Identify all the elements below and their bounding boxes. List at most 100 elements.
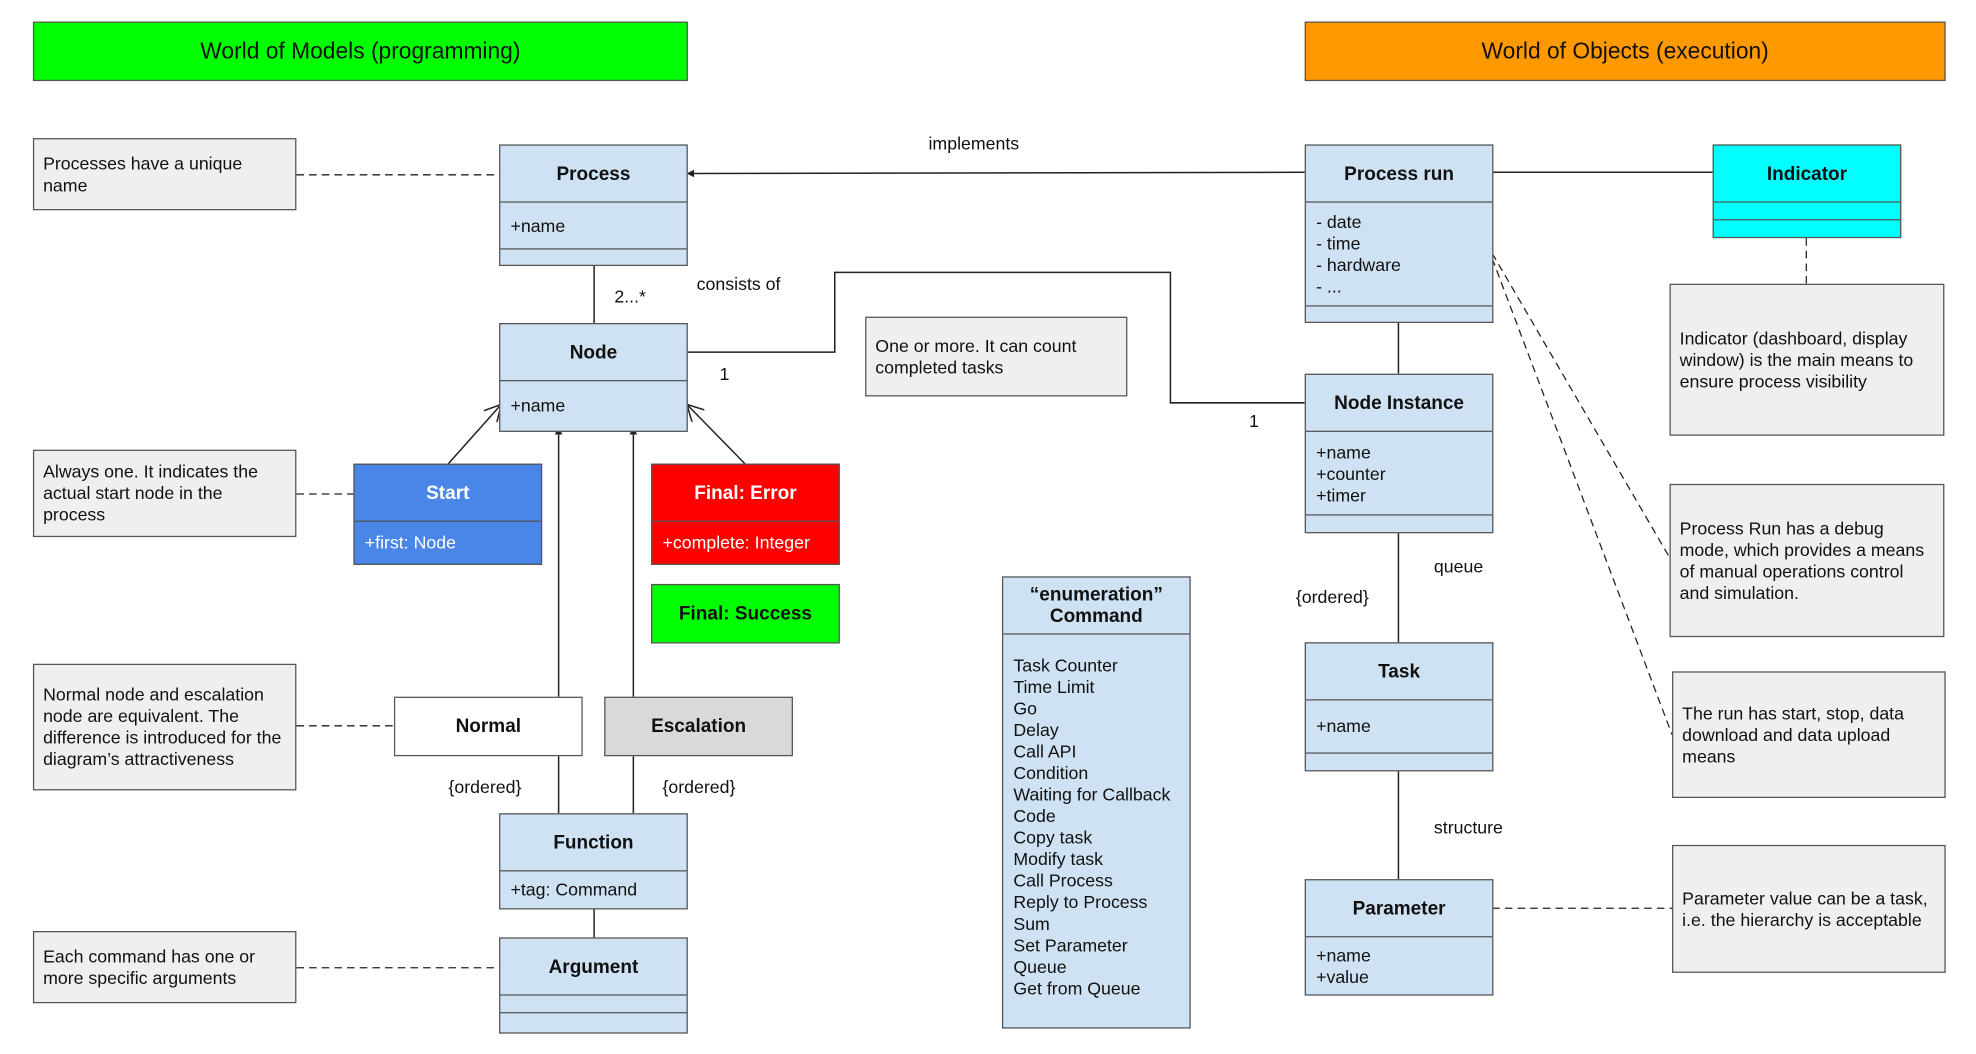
parameter-attr: +name [1316, 944, 1371, 966]
start-title: Start [354, 465, 541, 522]
command-item: Call Process [1013, 870, 1113, 891]
process-title: Process [500, 146, 687, 203]
process-run-methods [1306, 307, 1492, 322]
node-instance-attr: +name [1316, 442, 1371, 463]
command-item: Condition [1013, 762, 1089, 783]
command-item: Reply to Process [1013, 891, 1148, 913]
escalation-class[interactable]: Escalation [604, 696, 793, 757]
command-item: Go [1013, 697, 1038, 719]
node-instance-methods [1306, 516, 1492, 532]
process-class[interactable]: Process +name [499, 144, 688, 267]
note-text: Parameter value can be a task, i.e. the … [1682, 887, 1928, 930]
note-indicator: Indicator (dashboard, display window) is… [1669, 283, 1945, 436]
node-instance-title: Node Instance [1305, 375, 1493, 432]
indicator-methods [1714, 220, 1900, 236]
label-ordered-left: {ordered} [448, 776, 522, 797]
node-class[interactable]: Node +name [499, 323, 688, 432]
normal-class[interactable]: Normal [393, 696, 583, 757]
process-run-attr: - date [1316, 211, 1362, 232]
parameter-attr: +value [1316, 966, 1369, 987]
command-title: “enumeration” Command [1003, 578, 1190, 635]
label-multiplicity: 2...* [614, 286, 646, 307]
label-ordered-task: {ordered} [1295, 586, 1369, 607]
process-attr: +name [500, 203, 687, 250]
note-text: Process Run has a debug mode, which prov… [1679, 517, 1925, 603]
argument-title: Argument [500, 939, 687, 996]
parameter-class[interactable]: Parameter +name +value [1304, 879, 1494, 996]
note-text: Always one. It indicates the actual star… [43, 461, 258, 525]
function-class[interactable]: Function +tag: Command [499, 813, 688, 910]
note-command-args: Each command has one or more specific ar… [32, 931, 297, 1004]
note-start-one: Always one. It indicates the actual star… [32, 449, 297, 538]
task-title: Task [1305, 643, 1493, 701]
node-instance-attr: +counter [1316, 463, 1386, 484]
final-success-class[interactable]: Final: Success [651, 583, 840, 644]
node-title: Node [500, 324, 687, 382]
process-run-attr: - time [1316, 233, 1361, 254]
command-item: Get from Queue [1013, 977, 1141, 999]
node-instance-attrs: +name +counter +timer [1305, 432, 1493, 516]
label-queue: queue [1433, 556, 1484, 577]
node-instance-attr: +timer [1316, 485, 1366, 506]
note-text: Normal node and escalation node are equi… [43, 684, 282, 769]
parameter-attrs: +name +value [1306, 937, 1492, 994]
process-run-attrs: - date - time - hardware - ... [1305, 203, 1493, 307]
function-title: Function [500, 814, 687, 872]
label-one-left: 1 [719, 363, 730, 384]
indicator-attrs [1713, 203, 1901, 221]
final-error-attr: +complete: Integer [662, 532, 810, 553]
note-one-or-more: One or more. It can count completed task… [865, 316, 1128, 397]
models-banner: World of Models (programming) [32, 21, 688, 82]
objects-banner-text: World of Objects (execution) [1481, 38, 1769, 64]
normal-title: Normal [455, 715, 522, 738]
note-text: One or more. It can count completed task… [875, 335, 1077, 377]
command-item: Waiting for Callback [1013, 784, 1171, 805]
command-item: Code [1013, 805, 1056, 826]
command-item: Sum [1013, 913, 1050, 934]
task-class[interactable]: Task +name [1304, 642, 1494, 772]
process-run-attr: - hardware [1316, 254, 1401, 275]
command-item: Time Limit [1013, 676, 1095, 697]
command-item: Delay [1013, 719, 1059, 740]
start-class[interactable]: Start +first: Node [353, 463, 543, 565]
argument-attrs [500, 996, 687, 1014]
label-one-right: 1 [1248, 410, 1259, 431]
command-item: Modify task [1013, 848, 1104, 869]
process-run-attr: - ... [1316, 276, 1342, 297]
note-debug-dash [1491, 253, 1671, 558]
start-attr: +first: Node [364, 532, 456, 553]
note-text: The run has start, stop, data download a… [1682, 702, 1904, 766]
final-error-class[interactable]: Final: Error +complete: Integer [651, 463, 840, 565]
note-debug-mode: Process Run has a debug mode, which prov… [1669, 483, 1945, 638]
start-inherit [447, 405, 500, 465]
objects-banner: World of Objects (execution) [1304, 21, 1946, 82]
command-item: Set Parameter [1013, 934, 1128, 956]
process-run-class[interactable]: Process run - date - time - hardware - .… [1304, 144, 1494, 324]
label-structure: structure [1433, 817, 1503, 838]
note-text: Each command has one or more specific ar… [43, 945, 256, 988]
error-inherit [688, 405, 746, 465]
function-attr: +tag: Command [510, 879, 638, 900]
argument-class[interactable]: Argument [499, 937, 688, 1034]
note-text: Indicator (dashboard, display window) is… [1679, 327, 1914, 391]
command-item: Call API [1013, 741, 1077, 762]
parameter-title: Parameter [1305, 880, 1493, 938]
indicator-class[interactable]: Indicator [1712, 144, 1902, 239]
argument-methods [500, 1013, 686, 1032]
escalation-title: Escalation [651, 715, 747, 738]
process-run-title: Process run [1305, 146, 1493, 203]
note-normal-escalation: Normal node and escalation node are equi… [32, 663, 297, 791]
note-text: Processes have a unique name [43, 152, 243, 195]
note-parameter-value: Parameter value can be a task, i.e. the … [1672, 844, 1946, 973]
indicator-title: Indicator [1713, 146, 1901, 203]
note-run-controls: The run has start, stop, data download a… [1672, 671, 1946, 799]
command-item: Queue [1013, 956, 1067, 977]
node-instance-class[interactable]: Node Instance +name +counter +timer [1304, 373, 1494, 534]
command-item: Task Counter [1013, 654, 1118, 676]
label-ordered-right: {ordered} [662, 776, 736, 797]
process-methods [500, 250, 686, 265]
note-process-unique: Processes have a unique name [32, 138, 297, 211]
